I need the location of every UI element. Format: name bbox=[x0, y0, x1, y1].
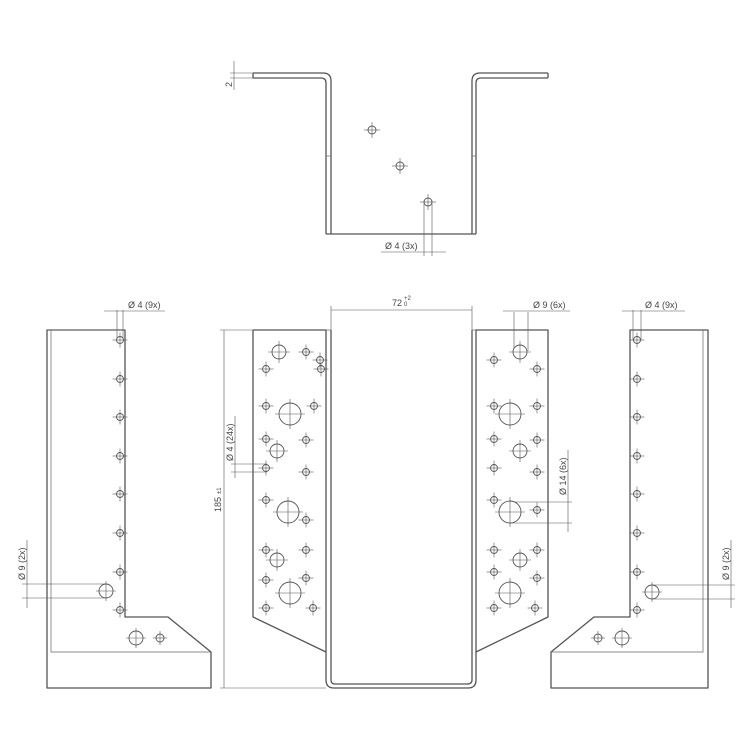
front-small-hole bbox=[529, 464, 545, 480]
right-small-hole bbox=[629, 448, 645, 464]
width-label: 72 bbox=[392, 298, 402, 308]
top-view-hole bbox=[364, 122, 380, 138]
front-small-hole bbox=[298, 464, 314, 480]
right-small-hole bbox=[629, 409, 645, 425]
thickness-label: 2 bbox=[224, 82, 234, 87]
left-holes-label: Ø 4 (9x) bbox=[128, 300, 161, 310]
right-foot-hole bbox=[591, 631, 605, 645]
left-big-label: Ø 9 (2x) bbox=[17, 547, 27, 580]
right-small-hole bbox=[629, 486, 645, 502]
front-big-hole bbox=[275, 399, 305, 429]
height-label: 185 bbox=[213, 497, 223, 512]
front-small-hole bbox=[298, 512, 314, 528]
front-holes bbox=[258, 341, 545, 616]
right-side-view: Ø 4 (9x) Ø 9 (2x) bbox=[550, 300, 735, 689]
front-small-hole bbox=[258, 572, 274, 588]
left-side-view: Ø 4 (9x) Ø 9 (2x) bbox=[17, 300, 212, 689]
left-small-hole bbox=[112, 564, 128, 580]
right-big-hole bbox=[612, 628, 632, 648]
left-small-hole bbox=[112, 602, 128, 618]
front-small-label: Ø 4 (24x) bbox=[225, 423, 235, 461]
front-small-hole bbox=[312, 352, 328, 368]
front-big-label: Ø 14 (6x) bbox=[558, 457, 568, 495]
left-side-inner-line bbox=[50, 330, 211, 653]
left-small-hole bbox=[112, 448, 128, 464]
front-small-hole bbox=[486, 564, 502, 580]
front-small-hole bbox=[258, 431, 274, 447]
front-big-hole bbox=[495, 399, 525, 429]
front-small-hole bbox=[486, 431, 502, 447]
front-small-hole bbox=[298, 432, 314, 448]
front-mid-label: Ø 9 (6x) bbox=[533, 300, 566, 310]
front-big-hole bbox=[495, 578, 525, 608]
width-tol-upper: +2 bbox=[404, 296, 412, 302]
right-side-outline bbox=[550, 329, 709, 689]
top-view-outline bbox=[252, 72, 549, 235]
top-view-hole bbox=[420, 194, 436, 210]
left-small-holes bbox=[112, 332, 128, 618]
left-foot-hole bbox=[153, 631, 167, 645]
front-small-hole bbox=[313, 361, 329, 377]
front-small-hole bbox=[486, 398, 502, 414]
front-small-hole bbox=[298, 570, 314, 586]
left-small-hole bbox=[112, 332, 128, 348]
right-small-holes bbox=[629, 332, 645, 618]
front-small-hole bbox=[529, 398, 545, 414]
front-big-hole bbox=[266, 440, 288, 462]
front-small-hole bbox=[258, 361, 274, 377]
front-big-hole bbox=[495, 497, 525, 527]
front-small-hole bbox=[527, 600, 543, 616]
top-view-hole bbox=[392, 158, 408, 174]
left-big-hole bbox=[126, 628, 146, 648]
front-small-hole bbox=[486, 600, 502, 616]
top-holes-label: Ø 4 (3x) bbox=[385, 241, 418, 251]
front-outline bbox=[252, 329, 549, 689]
front-small-hole bbox=[298, 542, 314, 558]
right-side-inner-line bbox=[551, 330, 704, 653]
front-small-hole bbox=[529, 361, 545, 377]
height-tol: ±1 bbox=[217, 487, 223, 494]
top-view: 2 Ø 4 (3x) bbox=[224, 61, 549, 256]
front-small-hole bbox=[486, 492, 502, 508]
right-small-hole bbox=[629, 371, 645, 387]
front-big-hole bbox=[275, 578, 305, 608]
right-holes-label: Ø 4 (9x) bbox=[645, 300, 678, 310]
front-big-hole bbox=[273, 497, 303, 527]
left-small-hole bbox=[112, 486, 128, 502]
front-small-hole bbox=[258, 492, 274, 508]
right-small-hole bbox=[629, 564, 645, 580]
front-small-hole bbox=[298, 344, 314, 360]
right-small-hole bbox=[629, 602, 645, 618]
front-small-hole bbox=[258, 542, 274, 558]
right-big-label: Ø 9 (2x) bbox=[721, 547, 731, 580]
front-small-hole bbox=[529, 432, 545, 448]
front-small-hole bbox=[529, 542, 545, 558]
left-small-hole bbox=[112, 525, 128, 541]
front-big-hole bbox=[509, 341, 531, 363]
front-small-hole bbox=[486, 352, 502, 368]
front-small-hole bbox=[529, 570, 545, 586]
left-small-hole bbox=[112, 409, 128, 425]
front-big-hole bbox=[509, 549, 531, 571]
front-small-hole bbox=[529, 502, 545, 518]
front-small-hole bbox=[258, 398, 274, 414]
front-small-hole bbox=[258, 600, 274, 616]
front-small-hole bbox=[306, 398, 322, 414]
front-big-hole bbox=[268, 341, 290, 363]
front-view: 72 +2 0 185 ±1 Ø 4 (24x) Ø 9 (6x) Ø 14 (… bbox=[213, 296, 572, 689]
front-small-hole bbox=[486, 542, 502, 558]
right-small-hole bbox=[629, 525, 645, 541]
front-big-hole bbox=[266, 549, 288, 571]
left-side-outline bbox=[46, 329, 212, 689]
front-small-hole bbox=[305, 600, 321, 616]
front-big-hole bbox=[509, 440, 531, 462]
front-small-hole bbox=[486, 460, 502, 476]
left-small-hole bbox=[112, 371, 128, 387]
front-small-hole bbox=[258, 460, 274, 476]
width-tol-lower: 0 bbox=[404, 302, 408, 308]
right-small-hole bbox=[629, 332, 645, 348]
